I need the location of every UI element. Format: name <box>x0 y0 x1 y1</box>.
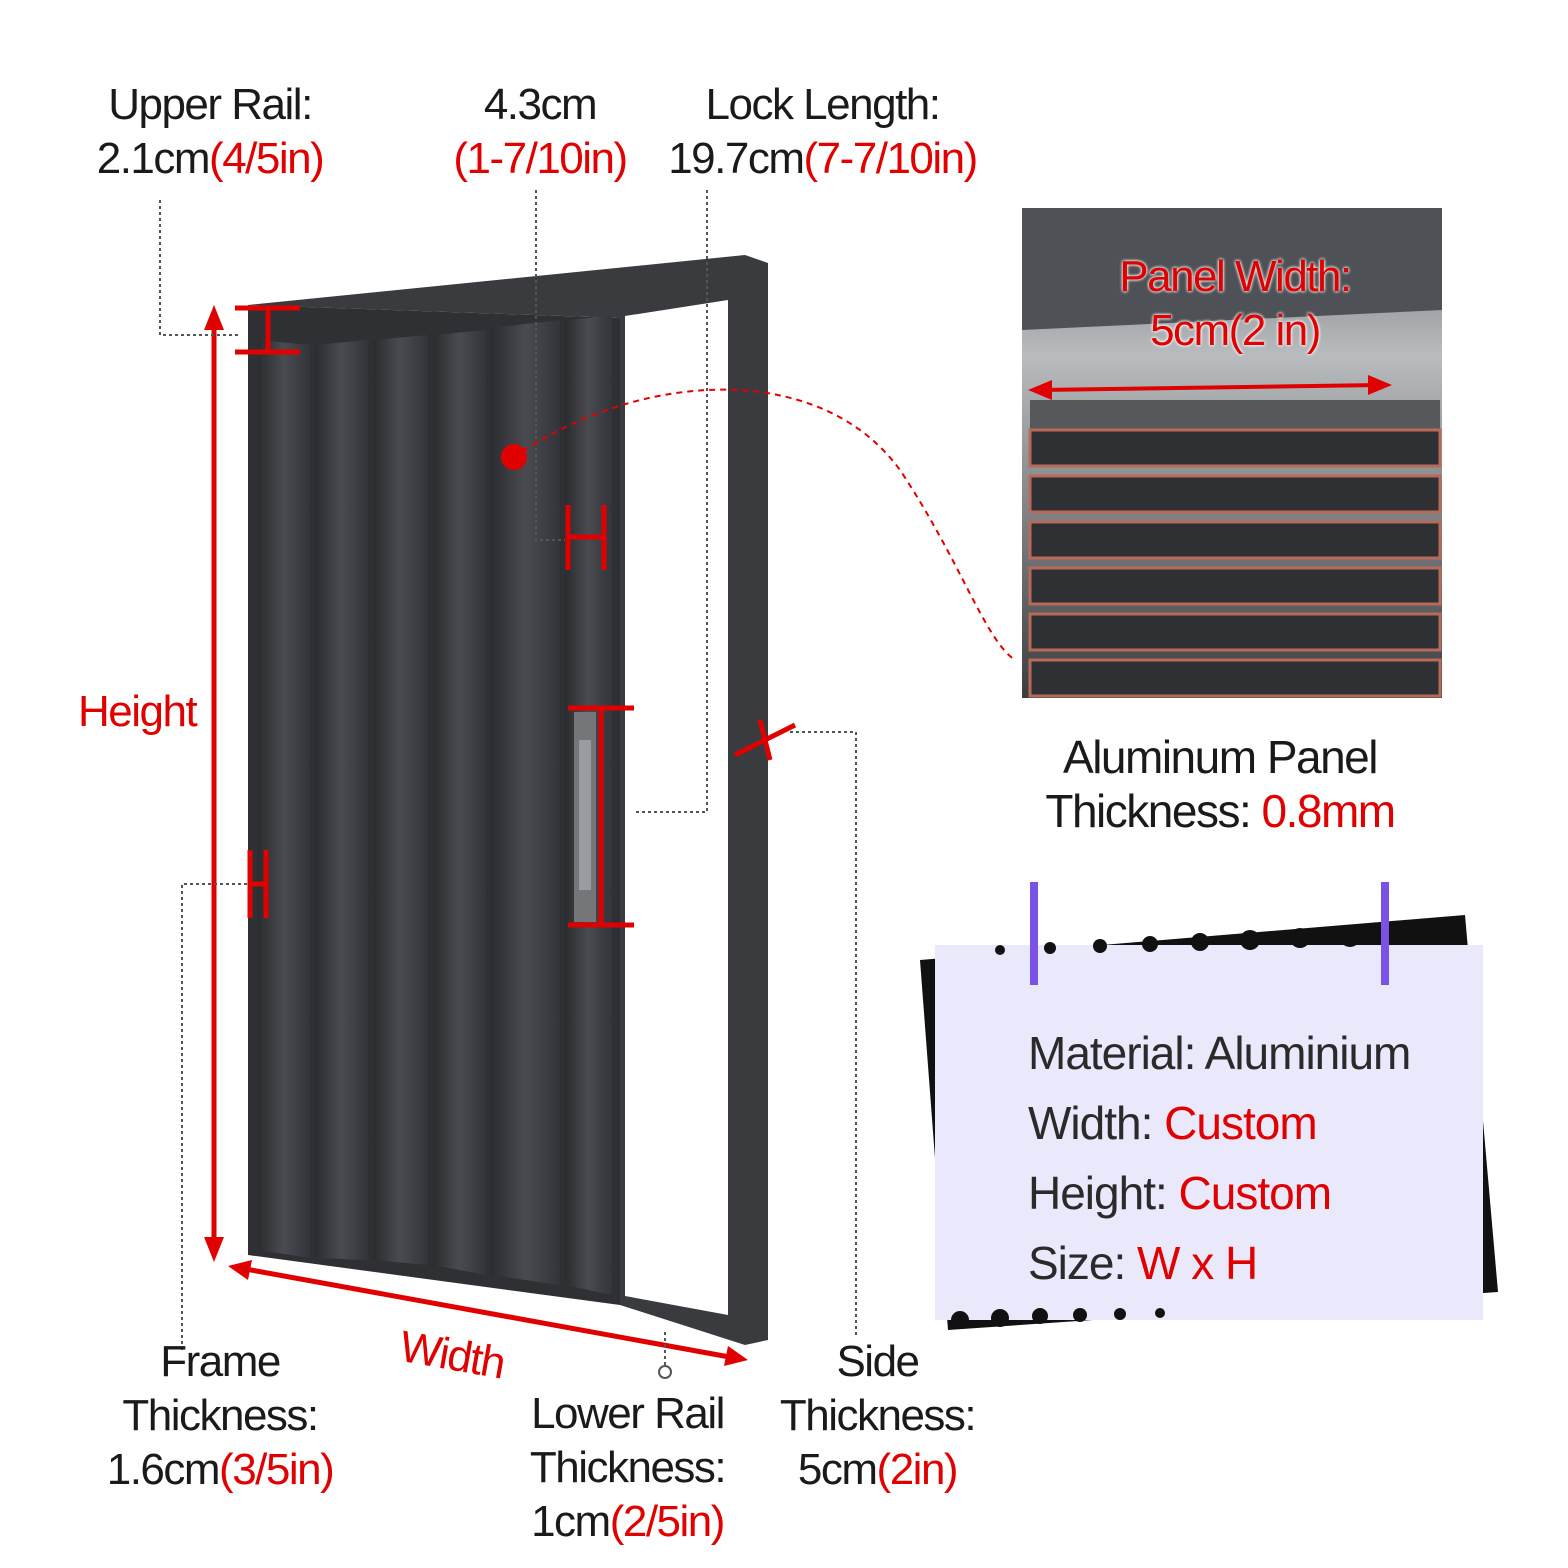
lock-length-label: Lock Length: 19.7cm(7-7/10in) <box>668 80 978 183</box>
height-label: Height <box>78 687 198 736</box>
spec-row-size: Size: W x H <box>1028 1237 1258 1289</box>
spec-card <box>920 882 1498 1330</box>
dimension-marks <box>211 305 797 1361</box>
spec-row-width: Width: Custom <box>1028 1097 1318 1149</box>
aluminum-panel-label: Aluminum Panel Thickness: 0.8mm <box>1045 731 1396 837</box>
spec-row-material: Material: Aluminium <box>1028 1027 1411 1079</box>
spec-row-height: Height: Custom <box>1028 1167 1332 1219</box>
panel-width-label: Panel Width: 5cm(2 in) <box>1119 252 1352 355</box>
side-thickness-label: Side Thickness: 5cm(2in) <box>779 1337 977 1494</box>
panel-gap-label: 4.3cm (1-7/10in) <box>453 80 628 183</box>
leader-lines <box>159 190 857 1365</box>
frame-thickness-label: Frame Thickness: 1.6cm(3/5in) <box>106 1337 335 1494</box>
upper-rail-label: Upper Rail: 2.1cm(4/5in) <box>96 80 325 183</box>
panel-photo <box>1022 208 1442 698</box>
callout-curve <box>513 388 1016 661</box>
lower-rail-label: Lower Rail Thickness: 1cm(2/5in) <box>529 1389 727 1546</box>
